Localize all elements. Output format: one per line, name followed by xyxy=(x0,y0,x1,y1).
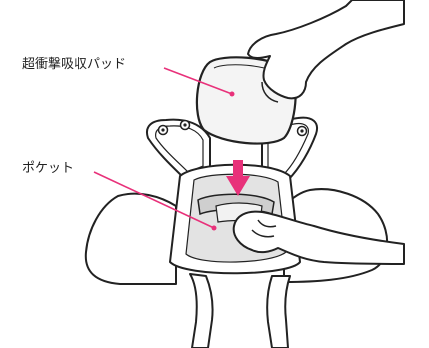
pocket-leader-line xyxy=(93,171,215,229)
right-leg-strap xyxy=(266,275,291,348)
pad-leader-dot xyxy=(229,91,235,97)
hand-bottom xyxy=(232,210,405,265)
hand-top xyxy=(247,0,405,100)
hand-bottom-finger xyxy=(251,219,277,238)
screw-icon xyxy=(157,124,169,136)
pad-leader-line xyxy=(163,67,233,95)
hand-top-finger xyxy=(261,81,279,103)
left-wing xyxy=(84,192,177,285)
pocket-label: ポケット xyxy=(22,161,75,176)
pad-label: 超衝撃吸収パッド xyxy=(22,57,127,72)
screw-icon xyxy=(179,119,191,131)
screw-icon xyxy=(296,125,308,137)
left-leg-strap xyxy=(189,273,214,348)
arrow-down-icon xyxy=(226,160,250,196)
pocket-leader-dot xyxy=(211,225,217,231)
